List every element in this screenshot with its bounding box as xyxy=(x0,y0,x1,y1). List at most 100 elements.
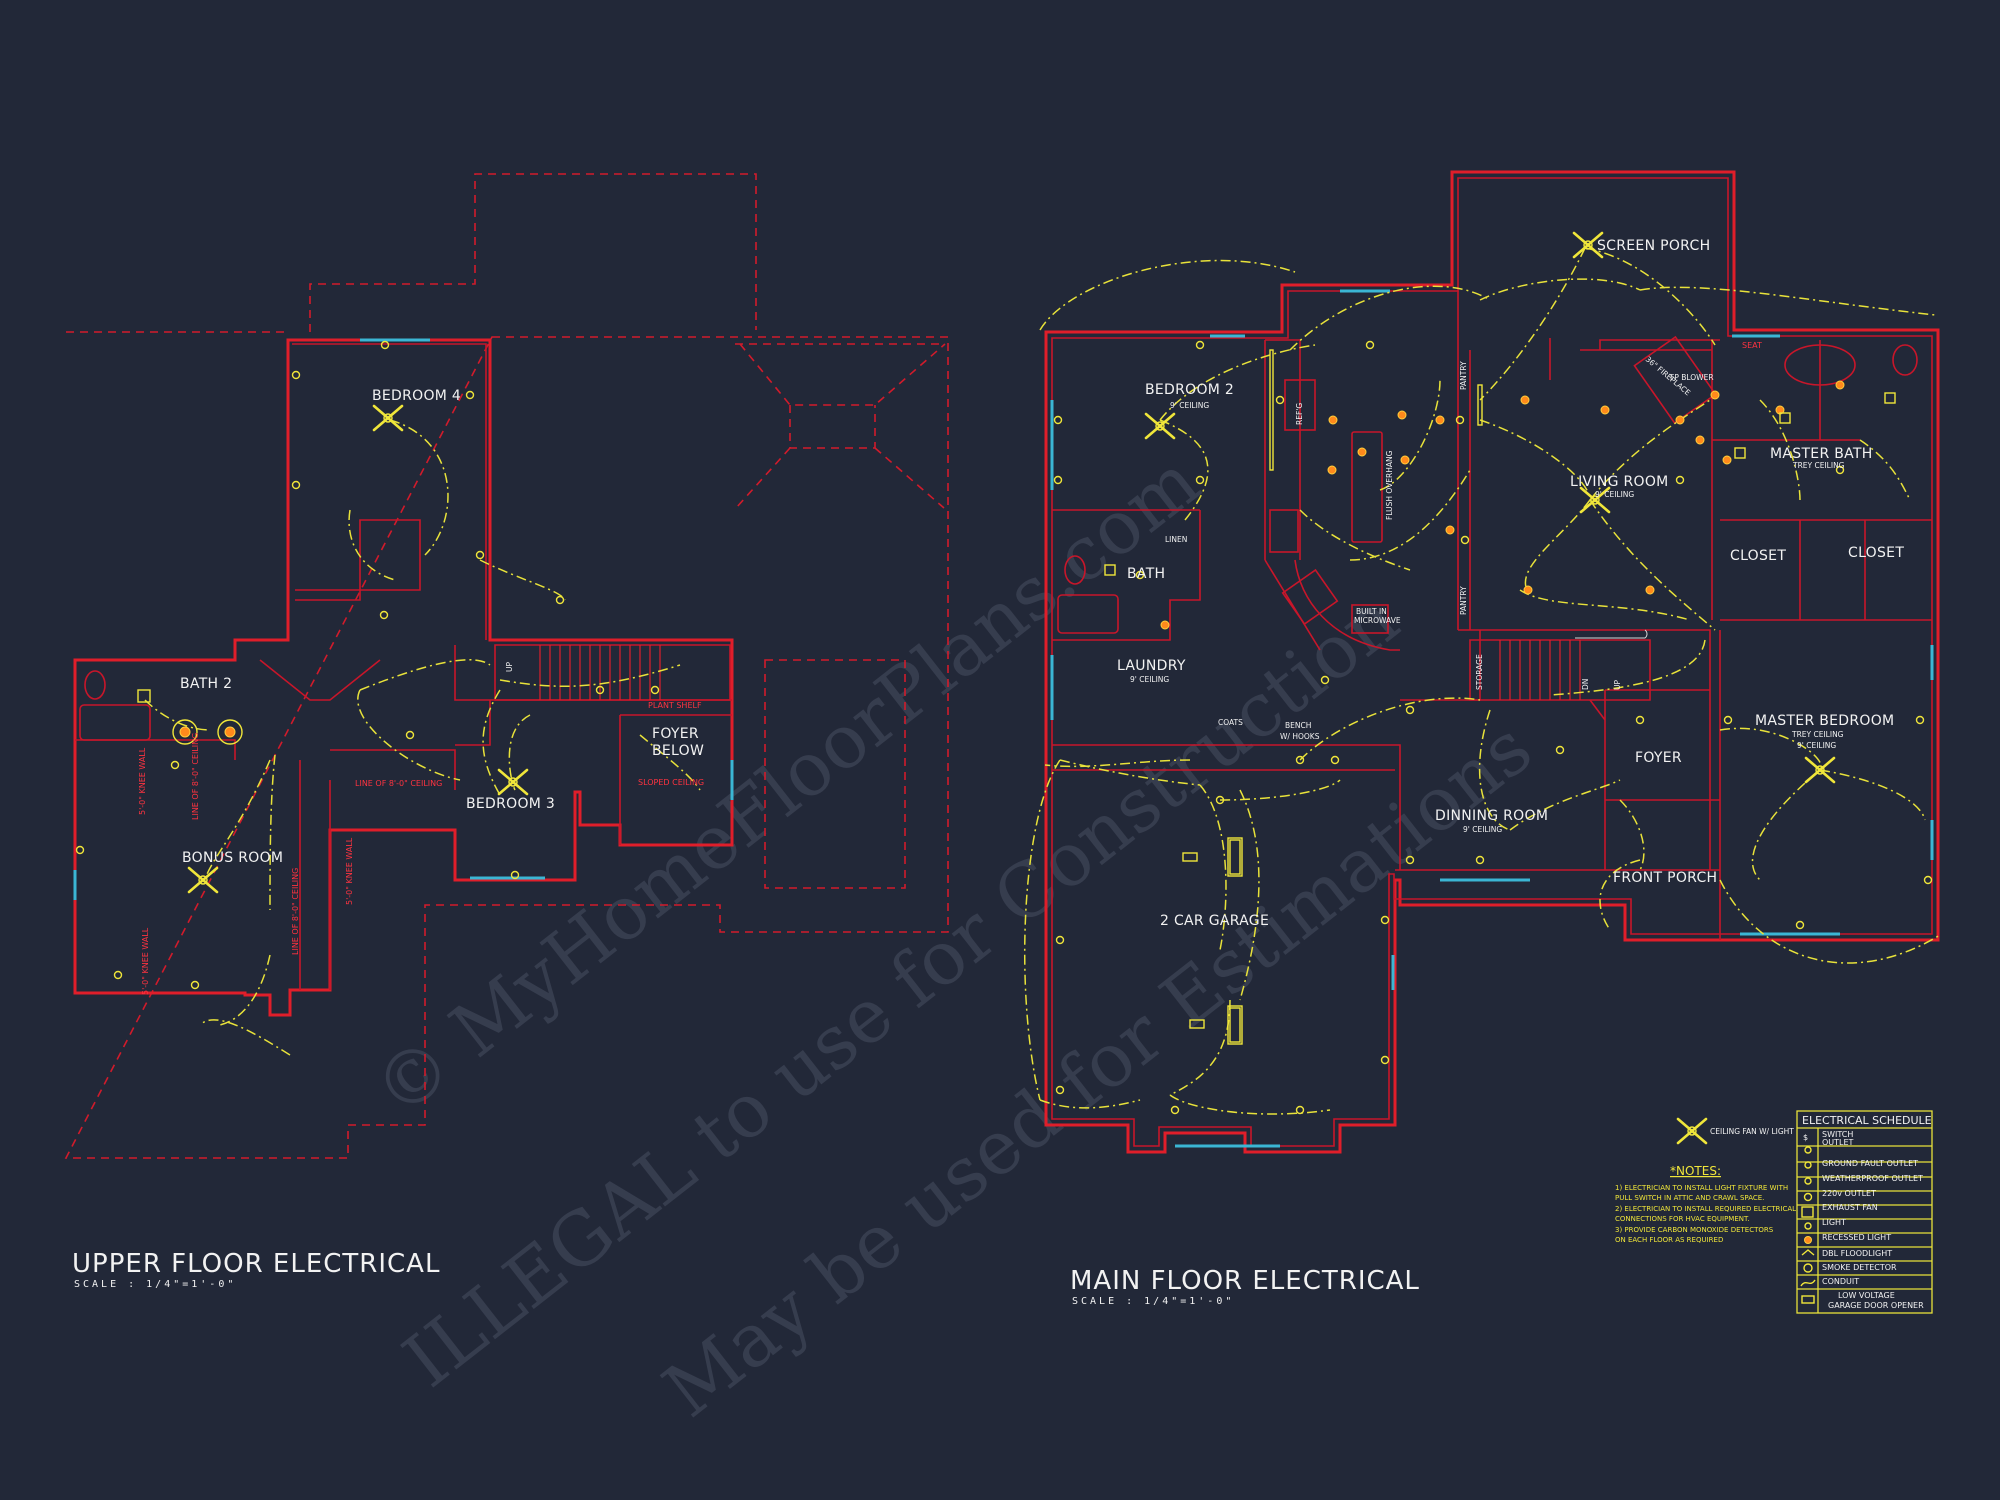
outlet-220v-icon xyxy=(1803,1192,1813,1202)
notes-line-4: CONNECTIONS FOR HVAC EQUIPMENT. xyxy=(1615,1215,1750,1223)
room-label-master-bedroom: MASTER BEDROOM xyxy=(1755,713,1894,729)
main-stairs-up-label: UP xyxy=(1613,680,1622,690)
room-label-laundry: LAUNDRY xyxy=(1117,658,1186,674)
main-floor-scale: SCALE : 1/4"=1'-0" xyxy=(1072,1296,1234,1307)
room-label-foyer-below-1: FOYER xyxy=(652,726,699,742)
room-label-bedroom4: BEDROOM 4 xyxy=(372,388,461,404)
main-floor-plan: SCREEN PORCH BEDROOM 2 9' CEILING LINEN … xyxy=(1023,170,1941,1307)
room-label-dinning-room: DINNING ROOM xyxy=(1435,808,1548,824)
upper-stairs-up-label: UP xyxy=(505,662,514,672)
ceiling-fan-icon xyxy=(372,404,404,432)
ceiling-fan-icon xyxy=(1144,412,1176,440)
ceiling-fan-icon xyxy=(1579,486,1611,514)
room-sub-master-bedroom-1: TREY CEILING xyxy=(1791,730,1844,739)
main-stairs xyxy=(1469,629,1651,701)
room-label-bath: BATH xyxy=(1127,566,1165,582)
switch-icons xyxy=(1104,349,1896,576)
main-wiring xyxy=(1023,247,1941,1115)
legend-item-recessed: RECESSED LIGHT xyxy=(1822,1233,1891,1242)
notes-block: CEILING FAN W/ LIGHT *NOTES: 1) ELECTRIC… xyxy=(1615,1117,1796,1244)
room-label-living-room: LIVING ROOM xyxy=(1570,474,1669,490)
label-fireplace-2: FP BLOWER xyxy=(1670,373,1714,382)
ceiling-fan-icon xyxy=(1804,756,1836,784)
upper-floor-plan: BEDROOM 4 BATH 2 BEDROOM 3 BONUS ROOM FO… xyxy=(64,173,949,1290)
note-sloped-ceiling: SLOPED CEILING xyxy=(638,778,704,787)
main-windows xyxy=(1050,289,1934,1148)
legend-item-exhaust: EXHAUST FAN xyxy=(1822,1203,1878,1212)
room-label-front-porch: FRONT PORCH xyxy=(1613,870,1717,886)
exhaust-fan-icon xyxy=(1801,1206,1814,1218)
note-knee-wall-1: 5'-0" KNEE WALL xyxy=(138,747,147,815)
room-sub-living-room: 9' CEILING xyxy=(1595,490,1634,499)
ceiling-fan-icon xyxy=(497,768,529,796)
gfi-outlet-icon xyxy=(1804,1161,1812,1169)
weatherproof-outlet-icon xyxy=(1804,1177,1812,1185)
note-knee-wall-3: 5'-0" KNEE WALL xyxy=(345,837,354,905)
label-built-in-2: MICROWAVE xyxy=(1354,616,1401,625)
upper-wiring xyxy=(144,419,701,1056)
upper-stairs xyxy=(494,644,731,701)
garage-opener-icon xyxy=(1801,1295,1815,1304)
main-floor-title: MAIN FLOOR ELECTRICAL xyxy=(1070,1266,1420,1296)
bath2-toilet xyxy=(84,670,106,700)
legend-item-220v: 220v OUTLET xyxy=(1822,1189,1876,1198)
room-label-foyer: FOYER xyxy=(1635,750,1682,766)
room-sub-master-bedroom-2: 9' CEILING xyxy=(1797,741,1836,750)
legend-item-light: LIGHT xyxy=(1822,1218,1846,1227)
legend-title: ELECTRICAL SCHEDULE xyxy=(1802,1114,1932,1127)
legend-fan-label: CEILING FAN W/ LIGHT xyxy=(1710,1127,1794,1136)
main-walls-outer-inner xyxy=(1051,177,1933,1147)
legend-icons: $ xyxy=(1800,1133,1816,1304)
main-stairs-dn-label: DN xyxy=(1581,679,1590,690)
bath2-tub xyxy=(79,704,151,741)
upper-roof-outline xyxy=(64,331,949,1159)
notes-heading: *NOTES: xyxy=(1670,1164,1721,1178)
label-built-in-1: BUILT IN xyxy=(1356,607,1387,616)
switch-icon: $ xyxy=(1803,1133,1808,1142)
room-label-bench-2: W/ HOOKS xyxy=(1280,732,1320,741)
upper-floor-title: UPPER FLOOR ELECTRICAL xyxy=(72,1249,440,1279)
light-icon xyxy=(1804,1222,1812,1230)
notes-line-6: ON EACH FLOOR AS REQUIRED xyxy=(1615,1236,1723,1244)
room-label-pantry-1: PANTRY xyxy=(1459,361,1468,390)
room-sub-bedroom2: 9' CEILING xyxy=(1170,401,1209,410)
room-sub-dinning-room: 9' CEILING xyxy=(1463,825,1502,834)
bath2-exhaust-icons xyxy=(137,689,243,745)
legend-item-outlet: OUTLET xyxy=(1822,1138,1854,1147)
upper-floor-scale: SCALE : 1/4"=1'-0" xyxy=(74,1279,236,1290)
room-label-foyer-below-2: BELOW xyxy=(652,743,704,759)
note-line-of-ceiling-vertical-2: LINE OF 8'-0" CEILING xyxy=(291,868,300,955)
room-label-closet-2: CLOSET xyxy=(1848,545,1904,561)
label-refrigerator: REF'G xyxy=(1295,403,1304,425)
legend-frame xyxy=(1796,1110,1933,1314)
room-label-storage: STORAGE xyxy=(1475,654,1484,690)
main-outlets xyxy=(1053,340,1933,1115)
ceiling-fan-icon xyxy=(1572,231,1604,259)
room-label-screen-porch: SCREEN PORCH xyxy=(1597,238,1710,254)
upper-roof-gable xyxy=(735,343,946,509)
room-label-pantry-2: PANTRY xyxy=(1459,586,1468,615)
room-label-bath2: BATH 2 xyxy=(180,676,232,692)
note-knee-wall-2: 5'-0" KNEE WALL xyxy=(141,927,150,995)
room-label-coats: COATS xyxy=(1218,718,1243,727)
room-label-bedroom3: BEDROOM 3 xyxy=(466,796,555,812)
main-walls-outer xyxy=(1044,170,1940,1154)
legend-item-conduit: CONDUIT xyxy=(1822,1277,1859,1286)
room-label-bedroom2: BEDROOM 2 xyxy=(1145,382,1234,398)
note-plant-shelf: PLANT SHELF xyxy=(648,701,702,710)
floodlight-icon xyxy=(1801,1249,1815,1256)
upper-walls-inner xyxy=(75,343,732,990)
room-label-linen: LINEN xyxy=(1165,535,1187,544)
electrical-schedule-legend: ELECTRICAL SCHEDULE $ xyxy=(1796,1110,1933,1314)
ceiling-fan-icon xyxy=(187,866,219,894)
outlet-icon xyxy=(1804,1146,1812,1154)
notes-line-3: 2) ELECTRICIAN TO INSTALL REQUIRED ELECT… xyxy=(1615,1205,1796,1213)
room-label-2-car-garage: 2 CAR GARAGE xyxy=(1160,913,1269,929)
label-seat: SEAT xyxy=(1742,341,1762,350)
legend-rows xyxy=(1797,1145,1932,1290)
label-flush-overhang: FLUSH OVERHANG xyxy=(1385,450,1394,520)
room-label-bonus-room: BONUS ROOM xyxy=(182,850,283,866)
upper-windows xyxy=(73,338,734,900)
room-label-closet-1: CLOSET xyxy=(1730,548,1786,564)
